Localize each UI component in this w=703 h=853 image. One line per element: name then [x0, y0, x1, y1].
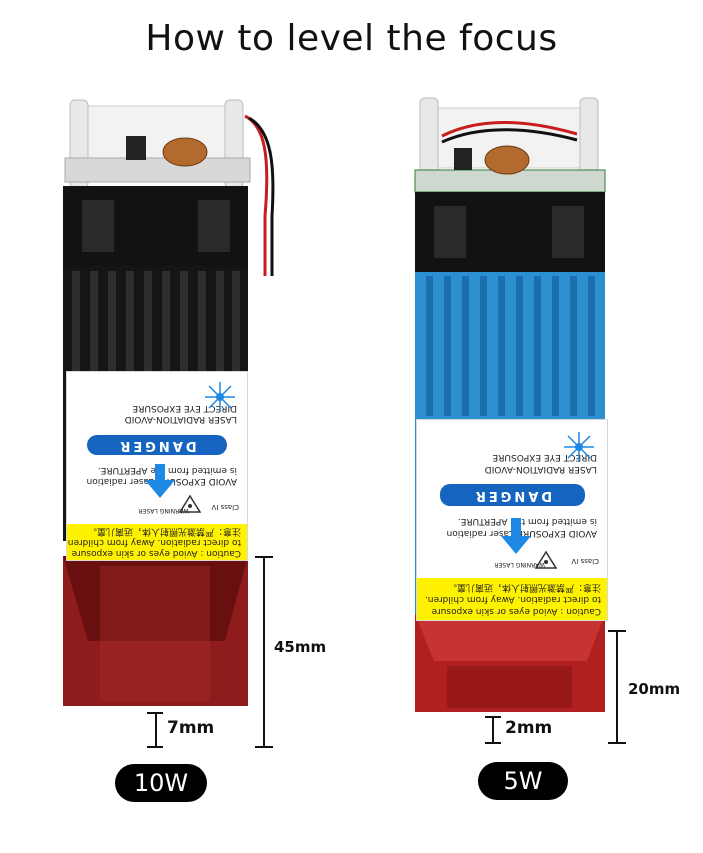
- chinese-warning-5w: 注意：严禁激光照射人体，远离儿童。: [447, 582, 601, 592]
- caution-line-1: Caution : Aviod eyes or skin exposure: [71, 548, 241, 558]
- gap-dimension-tick-top-10w: [147, 712, 163, 714]
- height-dimension-tick-bottom-10w: [255, 746, 273, 748]
- warning-sticker-5w: Caution : Aviod eyes or skin exposure to…: [416, 419, 608, 621]
- class-label: Class IV: [211, 503, 240, 511]
- gap-dimension-line-5w: [492, 716, 494, 744]
- laser-module-5w: Caution : Aviod eyes or skin exposure to…: [412, 96, 612, 721]
- page-title: How to level the focus: [145, 18, 558, 59]
- laser-module-10w: Caution : Aviod eyes or skin exposure to…: [60, 96, 285, 716]
- height-dimension-line-10w: [263, 556, 265, 748]
- caution-line-2-5w: to direct radiation. Away from children.: [424, 594, 601, 604]
- caution-line-2: to direct radiation. Away from children.: [66, 537, 241, 547]
- gap-dimension-tick-top-5w: [485, 716, 501, 718]
- power-label-10w: 10W: [115, 764, 207, 802]
- height-dimension-tick-top-10w: [255, 556, 273, 558]
- warning-sticker: Caution : Aviod eyes or skin exposure to…: [66, 371, 248, 561]
- down-arrow-icon-5w: [501, 518, 531, 554]
- radiation-line-5w: LASER RADIATION-AVOID: [484, 464, 597, 474]
- caution-line-1-5w: Caution : Aviod eyes or skin exposure: [431, 606, 601, 616]
- warning-triangle-icon: [179, 494, 201, 513]
- class-label-5w: Class IV: [571, 557, 600, 565]
- radiation-line: LASER RADIATION-AVOID: [124, 414, 237, 424]
- laser-burst-icon: [205, 382, 235, 412]
- gap-dimension-10w: 7mm: [167, 718, 215, 738]
- height-dimension-5w: 20mm: [628, 680, 681, 698]
- gap-dimension-line-10w: [155, 712, 157, 748]
- gap-dimension-5w: 2mm: [505, 718, 553, 738]
- laser-module-5w-drawing: [414, 97, 606, 712]
- height-dimension-10w: 45mm: [274, 638, 327, 656]
- warning-triangle-icon-5w: [535, 550, 557, 569]
- danger-badge: DANGER: [87, 435, 227, 455]
- gap-dimension-tick-bottom-5w: [485, 742, 501, 744]
- down-arrow-icon: [145, 464, 175, 498]
- laser-burst-icon-5w: [564, 432, 594, 462]
- gap-dimension-tick-bottom-10w: [147, 746, 163, 748]
- height-dimension-tick-bottom-5w: [608, 742, 626, 744]
- power-label-5w: 5W: [478, 762, 568, 800]
- danger-badge-5w: DANGER: [440, 484, 585, 506]
- height-dimension-line-5w: [616, 630, 618, 744]
- height-dimension-tick-top-5w: [608, 630, 626, 632]
- chinese-warning: 注意：严禁激光照射人体，远离儿童。: [87, 526, 241, 536]
